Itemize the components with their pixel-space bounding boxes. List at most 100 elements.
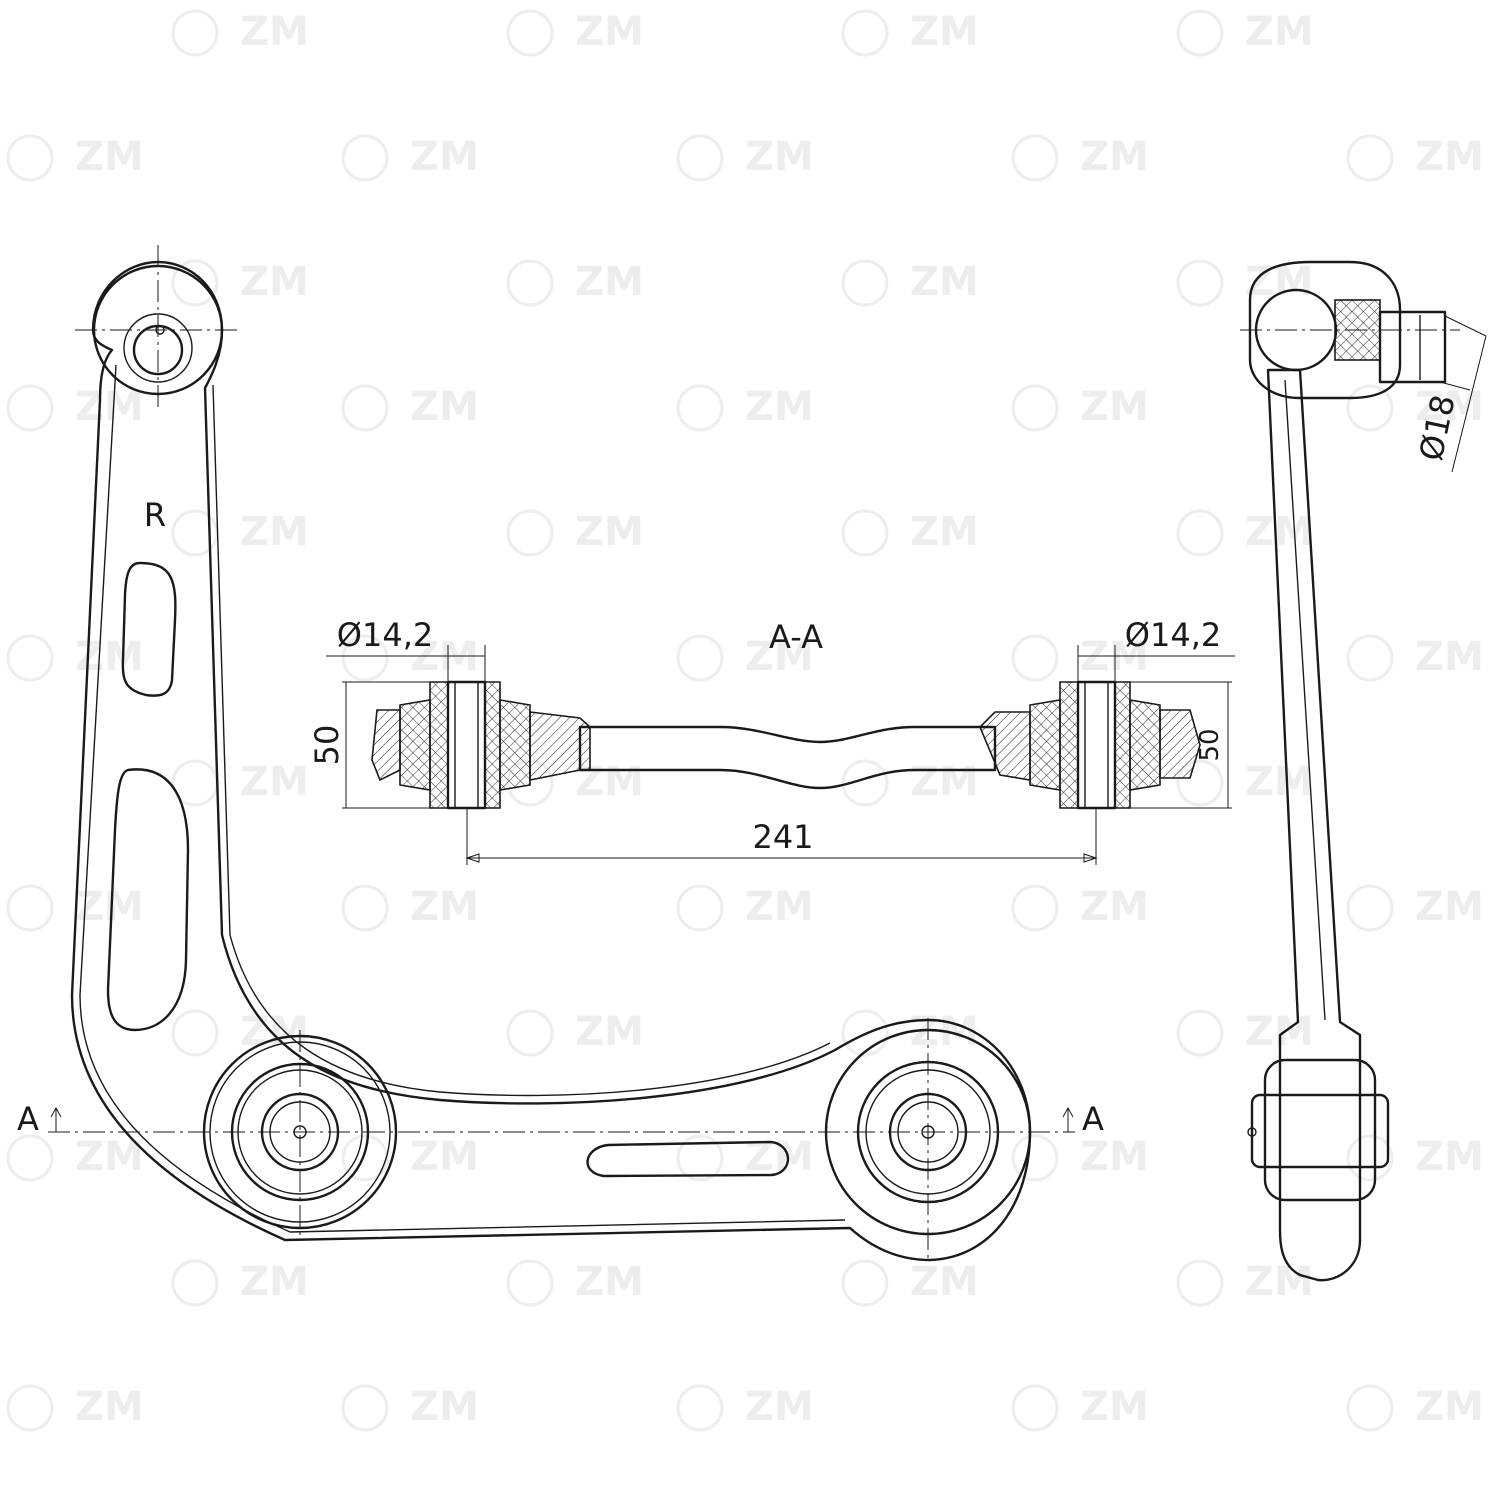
watermark-logo-icon	[171, 9, 219, 57]
watermark-text: ZM	[240, 1259, 309, 1305]
watermark-text: ZM	[575, 259, 644, 305]
watermark-logo-icon	[676, 134, 724, 182]
watermark-text: ZM	[410, 634, 479, 680]
watermark-text: ZM	[745, 384, 814, 430]
side-bushing-outer	[1263, 1058, 1377, 1202]
watermark-text: ZM	[1415, 634, 1484, 680]
watermark-text: ZM	[1415, 884, 1484, 930]
section-marker-right: A	[1082, 1100, 1104, 1138]
watermark-logo-icon	[1346, 1384, 1394, 1432]
watermark-logo-icon	[1176, 9, 1224, 57]
arm-outline-inner	[79, 364, 846, 1233]
watermark-logo-icon	[1011, 884, 1059, 932]
watermark-logo-icon	[1011, 384, 1059, 432]
slot-lower	[106, 768, 190, 1032]
watermark-text: ZM	[575, 509, 644, 555]
watermark-text: ZM	[240, 1009, 309, 1055]
section-right-neck	[979, 711, 1031, 781]
section-arrow-left	[50, 1106, 62, 1132]
side-ball-housing	[1248, 260, 1402, 400]
section-arrow-right	[1062, 1106, 1074, 1132]
watermark-logo-icon	[171, 1259, 219, 1307]
watermark-logo-icon	[841, 759, 889, 807]
watermark-logo-icon	[1176, 759, 1224, 807]
watermark-logo-icon	[341, 884, 389, 932]
watermark-logo-icon	[1011, 1134, 1059, 1182]
watermark-logo-icon	[1176, 1259, 1224, 1307]
watermark-logo-icon	[1346, 634, 1394, 682]
watermark-text: ZM	[910, 9, 979, 55]
watermark-text: ZM	[745, 634, 814, 680]
watermark-logo-icon	[6, 384, 54, 432]
section-left-bush-right	[484, 681, 501, 809]
dim-center-distance-label: 241	[752, 818, 813, 856]
watermark-text: ZM	[75, 134, 144, 180]
side-bushing-sleeve	[1250, 1093, 1390, 1169]
slot-bottom	[586, 1140, 790, 1178]
section-right-rubber-outer	[1029, 699, 1061, 791]
watermark-text: ZM	[410, 384, 479, 430]
watermark-logo-icon	[1346, 884, 1394, 932]
watermark-text: ZM	[575, 1009, 644, 1055]
watermark-logo-icon	[6, 884, 54, 932]
watermark-logo-icon	[676, 1384, 724, 1432]
watermark-logo-icon	[341, 384, 389, 432]
watermark-logo-icon	[1176, 1009, 1224, 1057]
top-eye-ring	[123, 313, 193, 383]
watermark-logo-icon	[676, 1134, 724, 1182]
watermark-logo-icon	[506, 9, 554, 57]
watermark-text: ZM	[1245, 1259, 1314, 1305]
watermark-logo-icon	[676, 634, 724, 682]
watermark-logo-icon	[676, 384, 724, 432]
watermark-logo-icon	[341, 134, 389, 182]
watermark-text: ZM	[1080, 634, 1149, 680]
section-left-housing	[371, 709, 401, 782]
section-left-neck	[529, 711, 591, 781]
watermark-text: ZM	[1415, 134, 1484, 180]
watermark-logo-icon	[6, 634, 54, 682]
watermark-logo-icon	[1011, 134, 1059, 182]
watermark-logo-icon	[841, 9, 889, 57]
dim-right-bore-label: Ø14,2	[1125, 616, 1221, 654]
watermark-logo-icon	[676, 884, 724, 932]
watermark-logo-icon	[841, 1259, 889, 1307]
slot-upper	[121, 561, 177, 697]
watermark-layer: ZM ZM ZM ZM ZM ZM ZM ZM ZM ZM ZM ZM ZM ZM ZM ZM ZM ZM ZM ZM…	[6, 9, 1484, 1432]
section-title: A-A	[769, 618, 823, 656]
watermark-text: ZM	[745, 134, 814, 180]
side-ball-pin	[1378, 310, 1447, 384]
watermark-logo-icon	[1346, 1134, 1394, 1182]
watermark-text: ZM	[75, 384, 144, 430]
watermark-text: ZM	[1245, 759, 1314, 805]
watermark-text: ZM	[910, 259, 979, 305]
watermark-logo-icon	[171, 259, 219, 307]
watermark-logo-icon	[1176, 259, 1224, 307]
dim-center-distance-lines	[465, 808, 1098, 865]
watermark-text: ZM	[240, 759, 309, 805]
dim-left-height-lines	[342, 681, 448, 809]
watermark-text: ZM	[410, 1134, 479, 1180]
watermark-logo-icon	[841, 259, 889, 307]
watermark-logo-icon	[6, 1134, 54, 1182]
watermark-text: ZM	[575, 9, 644, 55]
watermark-logo-icon	[171, 1009, 219, 1057]
watermark-text: ZM	[910, 509, 979, 555]
dim-ball-pin-lines	[1439, 315, 1487, 473]
watermark-logo-icon	[6, 1384, 54, 1432]
side-arm-edge	[1284, 379, 1326, 1021]
watermark-text: ZM	[240, 259, 309, 305]
dim-right-bore-lines	[1077, 645, 1235, 682]
watermark-logo-icon	[1346, 384, 1394, 432]
watermark-text: ZM	[1080, 384, 1149, 430]
arm-top-view	[48, 245, 1075, 1262]
watermark-logo-icon	[341, 1134, 389, 1182]
watermark-text: ZM	[575, 1259, 644, 1305]
section-right-bush-left	[1059, 681, 1079, 809]
watermark-text: ZM	[75, 634, 144, 680]
watermark-logo-icon	[341, 1384, 389, 1432]
watermark-logo-icon	[6, 134, 54, 182]
arm-side-view	[1240, 260, 1487, 1282]
section-left-rubber-outer	[399, 699, 431, 791]
side-arm-body	[1266, 368, 1362, 1282]
watermark-logo-icon	[506, 1259, 554, 1307]
